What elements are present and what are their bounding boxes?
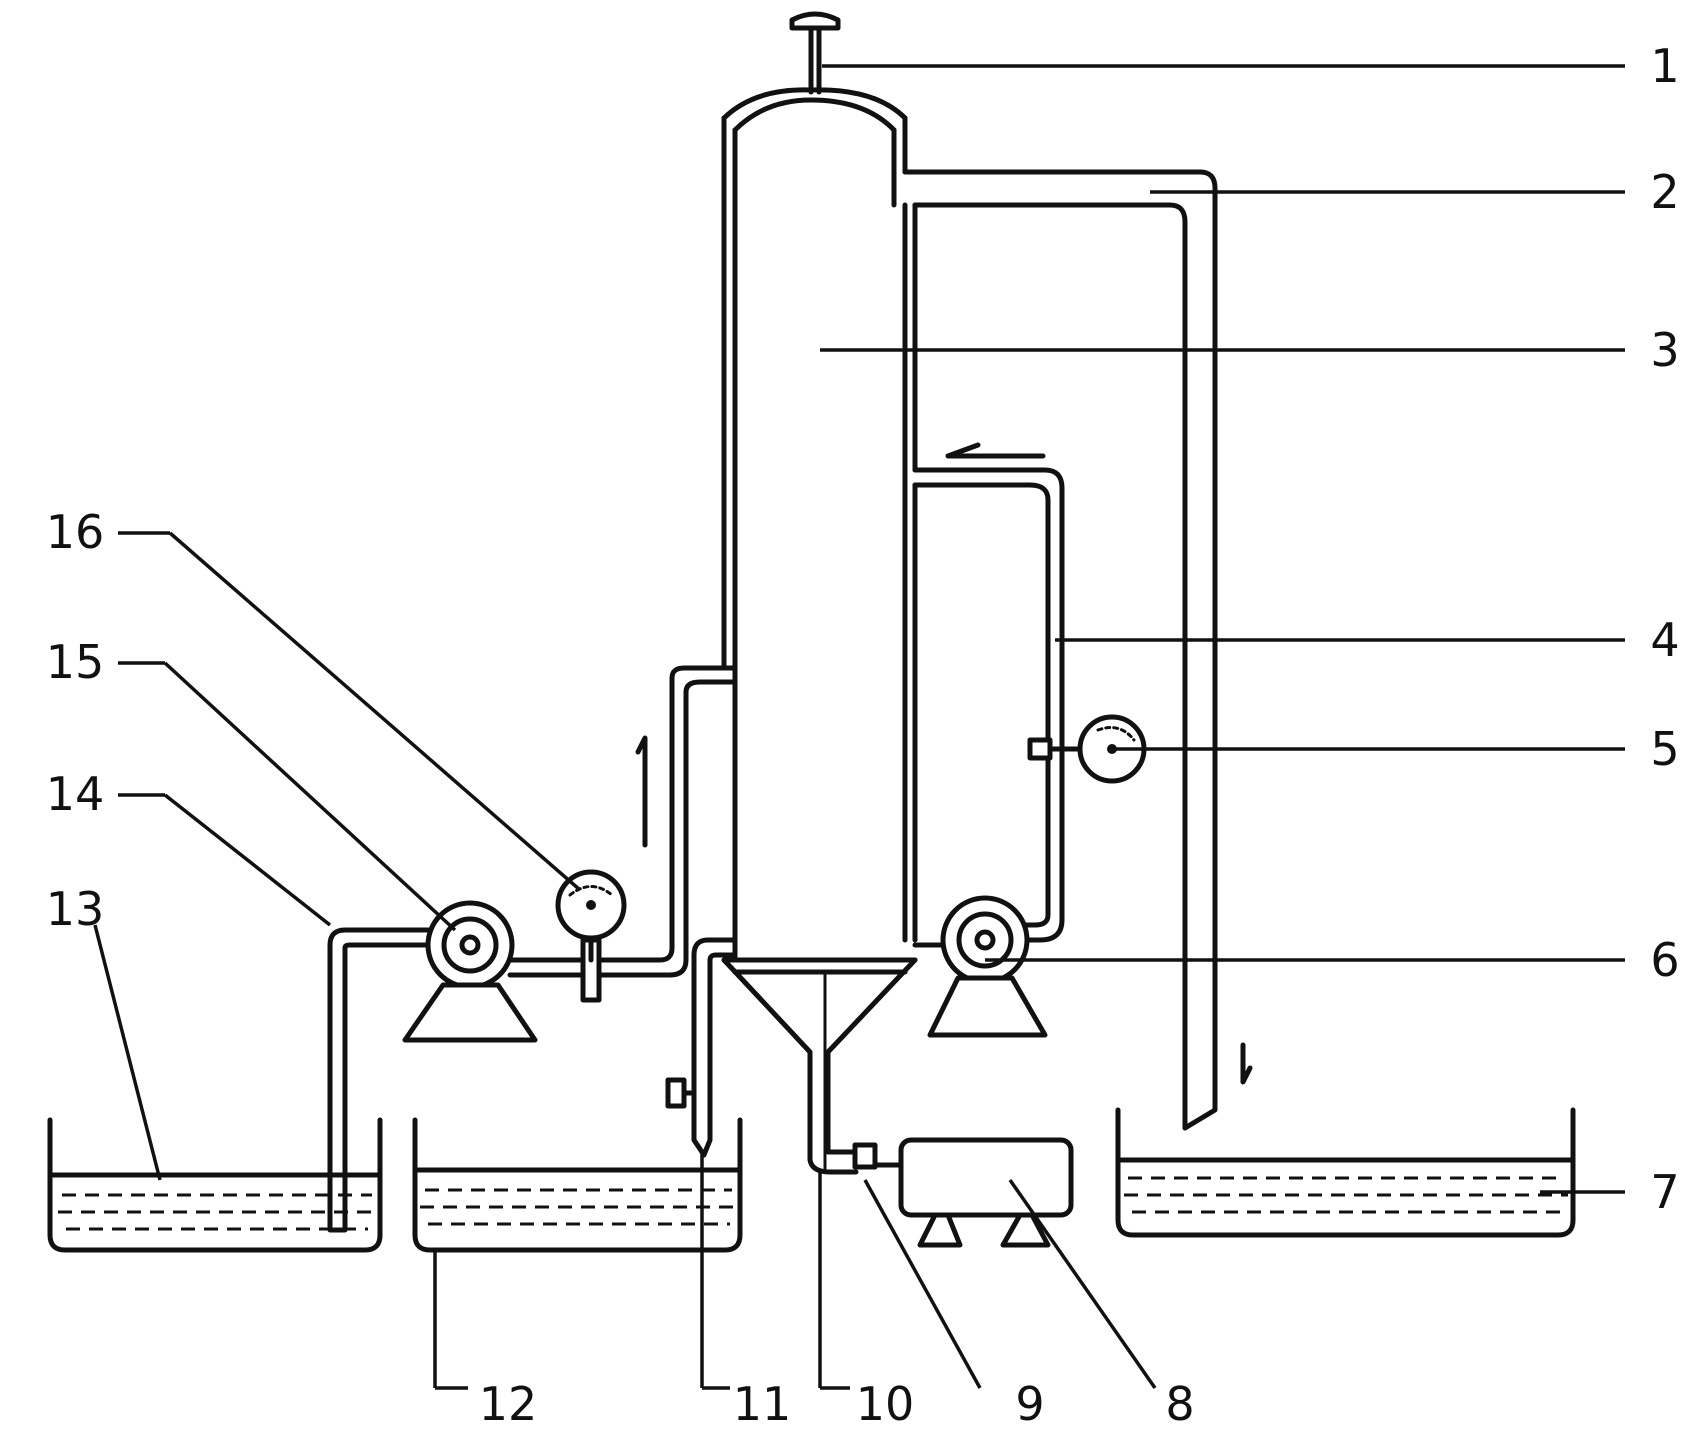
- tank-13: [47, 1117, 383, 1253]
- label-14: 14: [46, 767, 105, 821]
- label-10: 10: [856, 1377, 915, 1431]
- label-11: 11: [733, 1377, 792, 1431]
- leader-lines: [93, 64, 1625, 1390]
- label-7: 7: [1650, 1165, 1679, 1219]
- outlet-pipe: [902, 169, 1218, 1131]
- label-12: 12: [479, 1377, 538, 1431]
- label-3: 3: [1650, 323, 1679, 377]
- pump-15: [327, 900, 538, 1233]
- feed-line: [507, 665, 738, 978]
- label-8: 8: [1165, 1377, 1194, 1431]
- label-1: 1: [1650, 39, 1679, 93]
- label-16: 16: [46, 505, 105, 559]
- drain-pipe: [665, 937, 738, 1158]
- label-15: 15: [46, 635, 105, 689]
- pump-6: [912, 895, 1048, 1038]
- tank-7: [1115, 1107, 1576, 1238]
- label-4: 4: [1650, 613, 1679, 667]
- label-13: 13: [46, 882, 105, 936]
- gauge-16: [555, 869, 627, 1003]
- compressor-8: [852, 1137, 1074, 1248]
- label-5: 5: [1650, 722, 1679, 776]
- callout-labels: 1 2 3 4 5 6 7 8 9 10 11 12 13 14 15 16: [46, 39, 1680, 1431]
- flow-arrows: [635, 442, 1253, 1085]
- main-column: [721, 11, 918, 1175]
- tank-12: [412, 1117, 743, 1253]
- label-2: 2: [1650, 165, 1679, 219]
- recirculation-loop: [912, 467, 1065, 943]
- label-6: 6: [1650, 933, 1679, 987]
- label-9: 9: [1015, 1377, 1044, 1431]
